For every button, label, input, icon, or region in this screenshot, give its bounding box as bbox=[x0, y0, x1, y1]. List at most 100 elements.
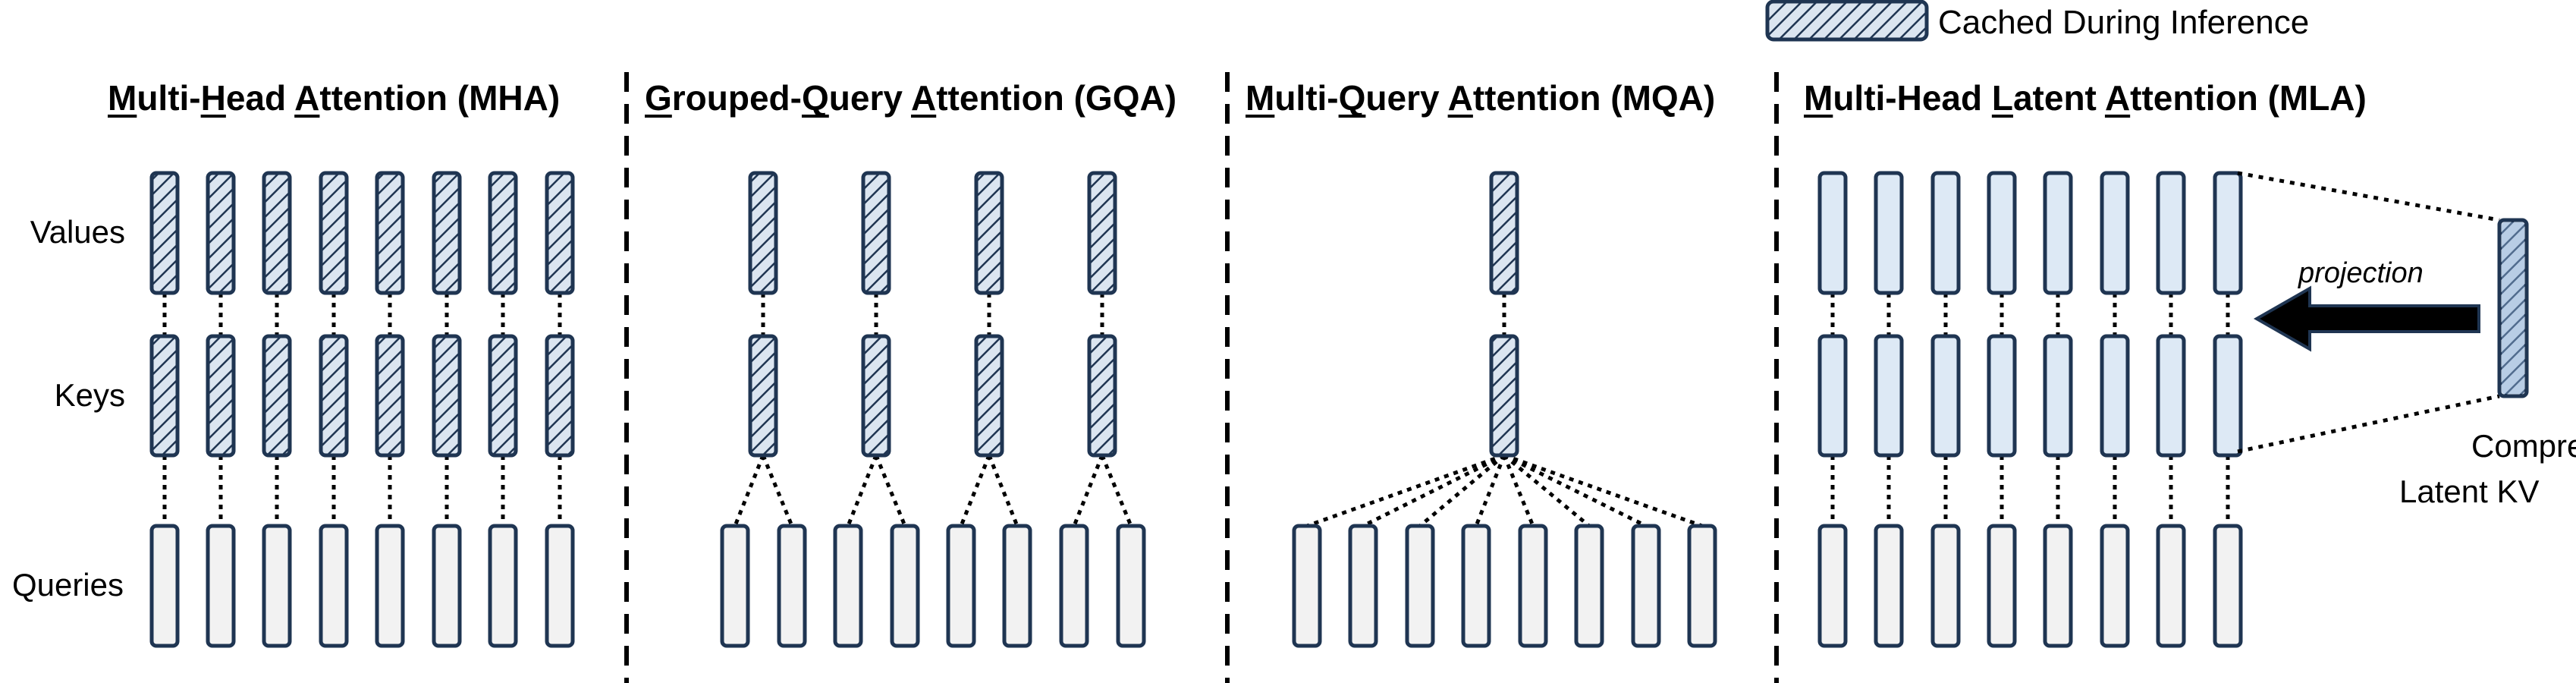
value-head bbox=[748, 171, 778, 295]
key-head bbox=[2213, 334, 2243, 458]
query-head bbox=[1631, 524, 1661, 648]
key-query-connector bbox=[1418, 454, 1506, 527]
key-head bbox=[206, 334, 236, 458]
latent-kv-tint bbox=[2502, 222, 2524, 394]
key-query-connector bbox=[846, 455, 878, 527]
key-head bbox=[2043, 334, 2073, 458]
query-head bbox=[545, 524, 575, 648]
key-query-connector bbox=[959, 455, 991, 527]
query-head bbox=[149, 524, 180, 648]
key-head bbox=[1874, 334, 1904, 458]
query-head bbox=[2156, 524, 2186, 648]
query-head bbox=[1930, 524, 1961, 648]
value-head bbox=[149, 171, 180, 295]
query-head bbox=[2213, 524, 2243, 648]
latent-label-line1: Compressed bbox=[2471, 428, 2576, 464]
latent-fan-top bbox=[2237, 171, 2500, 222]
value-head bbox=[1489, 171, 1519, 295]
key-head bbox=[861, 334, 891, 458]
query-head bbox=[206, 524, 236, 648]
row-label-keys: Keys bbox=[55, 377, 125, 413]
key-query-connector bbox=[1503, 453, 1703, 528]
key-query-connector bbox=[874, 455, 907, 527]
query-head bbox=[319, 524, 349, 648]
row-label-values: Values bbox=[30, 214, 125, 250]
key-query-connector bbox=[987, 455, 1019, 527]
query-head bbox=[1059, 524, 1089, 648]
title-mha: Multi-Head Attention (MHA) bbox=[108, 78, 560, 118]
legend-label: Cached During Inference bbox=[1938, 4, 2309, 41]
latent-kv-block bbox=[2497, 218, 2529, 398]
key-head bbox=[375, 334, 405, 458]
query-head bbox=[1687, 524, 1717, 648]
key-query-connector bbox=[761, 455, 794, 527]
value-head bbox=[1987, 171, 2017, 295]
query-head bbox=[1002, 524, 1032, 648]
key-query-connector bbox=[1306, 453, 1505, 528]
key-head bbox=[1987, 334, 2017, 458]
query-head bbox=[1574, 524, 1604, 648]
key-query-connector bbox=[1474, 455, 1506, 527]
title-mla: Multi-Head Latent Attention (MLA) bbox=[1804, 78, 2367, 118]
projection-label: projection bbox=[2298, 257, 2424, 289]
latent-fan-bottom bbox=[2237, 394, 2500, 454]
key-head bbox=[545, 334, 575, 458]
value-head bbox=[1930, 171, 1961, 295]
key-query-connector bbox=[1362, 453, 1506, 528]
value-head bbox=[319, 171, 349, 295]
query-head bbox=[2100, 524, 2130, 648]
query-head bbox=[1518, 524, 1548, 648]
key-head bbox=[2100, 334, 2130, 458]
value-head bbox=[262, 171, 292, 295]
key-head bbox=[1087, 334, 1117, 458]
key-head bbox=[2156, 334, 2186, 458]
latent-label-line2: Latent KV bbox=[2399, 474, 2539, 509]
key-query-connector bbox=[1072, 455, 1104, 527]
value-head bbox=[861, 171, 891, 295]
query-head bbox=[946, 524, 976, 648]
query-head bbox=[1987, 524, 2017, 648]
query-head bbox=[2043, 524, 2073, 648]
query-head bbox=[1874, 524, 1904, 648]
value-head bbox=[2043, 171, 2073, 295]
key-query-connector bbox=[1502, 455, 1535, 527]
value-head bbox=[1874, 171, 1904, 295]
value-head bbox=[1087, 171, 1117, 295]
query-head bbox=[1817, 524, 1848, 648]
key-head bbox=[1930, 334, 1961, 458]
heads bbox=[149, 171, 2243, 648]
query-head bbox=[1405, 524, 1435, 648]
projection-arrow bbox=[2253, 285, 2480, 352]
query-head bbox=[833, 524, 863, 648]
key-query-connector bbox=[1503, 453, 1648, 528]
query-head bbox=[720, 524, 750, 648]
key-head bbox=[262, 334, 292, 458]
query-head bbox=[1348, 524, 1378, 648]
title-mqa: Multi-Query Attention (MQA) bbox=[1246, 78, 1715, 118]
query-head bbox=[1292, 524, 1322, 648]
query-head bbox=[432, 524, 462, 648]
title-gqa: Grouped-Query Attention (GQA) bbox=[645, 78, 1176, 118]
query-head bbox=[375, 524, 405, 648]
key-head bbox=[432, 334, 462, 458]
value-head bbox=[545, 171, 575, 295]
value-head bbox=[488, 171, 518, 295]
key-head bbox=[319, 334, 349, 458]
key-query-connector bbox=[1100, 455, 1133, 527]
query-head bbox=[488, 524, 518, 648]
legend-swatch bbox=[1765, 0, 1929, 42]
query-head bbox=[777, 524, 807, 648]
value-head bbox=[974, 171, 1004, 295]
value-head bbox=[206, 171, 236, 295]
key-head bbox=[1817, 334, 1848, 458]
value-head bbox=[2156, 171, 2186, 295]
query-head bbox=[1116, 524, 1146, 648]
key-query-connector bbox=[733, 455, 765, 527]
value-head bbox=[1817, 171, 1848, 295]
value-head bbox=[375, 171, 405, 295]
row-label-queries: Queries bbox=[12, 567, 124, 603]
query-head bbox=[1461, 524, 1491, 648]
value-head bbox=[2100, 171, 2130, 295]
query-head bbox=[262, 524, 292, 648]
